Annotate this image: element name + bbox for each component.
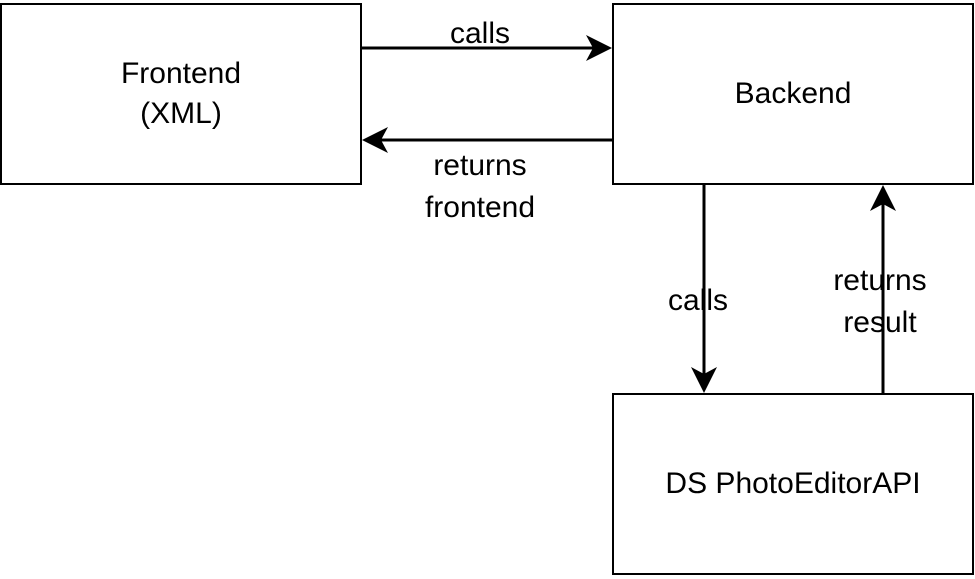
node-ds-photoeditor-api: DS PhotoEditorAPI [612, 393, 974, 575]
edge-label-returns-result: returns result [833, 264, 927, 339]
node-backend: Backend [612, 3, 974, 185]
arrowhead-down [691, 367, 717, 393]
arrowhead-left [362, 127, 388, 153]
node-label: DS PhotoEditorAPI [665, 467, 921, 500]
edge-label-calls-down: calls [667, 284, 728, 317]
edge-frontend-to-backend [362, 35, 612, 61]
node-frontend: Frontend (XML) [0, 3, 362, 185]
edge-label-returns-frontend: returns frontend [424, 149, 536, 224]
edge-label-calls: calls [449, 17, 510, 50]
arrowhead-up [870, 185, 896, 211]
arrowhead-right [586, 35, 612, 61]
edge-backend-to-ds-api [691, 185, 717, 393]
node-label: Backend [734, 77, 852, 110]
node-label: Frontend (XML) [120, 57, 242, 130]
edge-ds-api-to-backend [870, 185, 896, 393]
edge-backend-to-frontend [362, 127, 612, 153]
